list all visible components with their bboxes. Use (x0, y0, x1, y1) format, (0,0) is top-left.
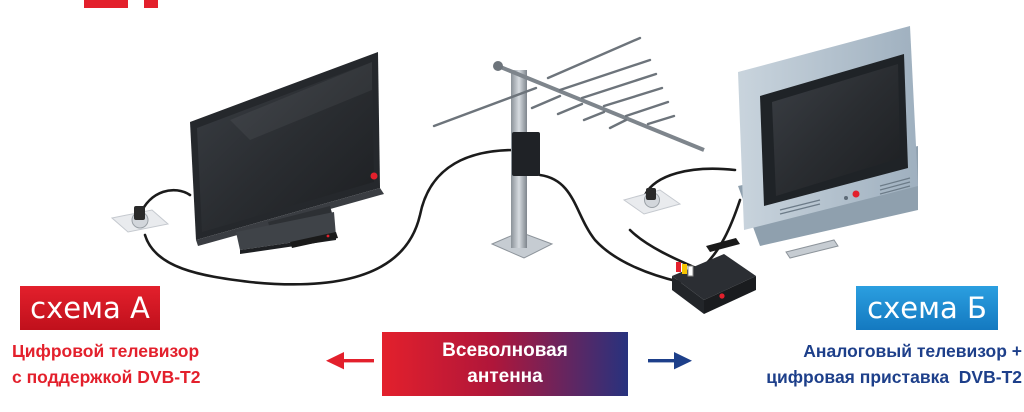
antenna-label-line-2: антенна (467, 366, 543, 387)
arrow-left-icon (326, 352, 374, 370)
scheme-b-caption-line-1: Аналоговый телевизор + (803, 341, 1022, 361)
antenna-label-banner: Всеволновая антенна (382, 332, 628, 396)
cable-antenna-to-box (538, 173, 682, 284)
scheme-a-caption-line-2: с поддержкой DVB-T2 (12, 367, 201, 387)
scheme-b-caption-line-2: цифровая приставка DVB-T2 (766, 367, 1022, 387)
crt-tv-icon (738, 26, 918, 246)
scheme-a-badge: схема А (20, 286, 160, 330)
wall-socket-icon (622, 188, 682, 215)
remote-icon (785, 239, 839, 259)
scheme-a-caption: Цифровой телевизор с поддержкой DVB-T2 (12, 338, 272, 390)
remote-icon (706, 238, 740, 252)
set-top-box-icon (672, 254, 756, 314)
wall-socket-icon (110, 206, 170, 233)
flat-tv-icon (190, 52, 384, 254)
remote-icon (290, 232, 338, 248)
scheme-a-caption-line-1: Цифровой телевизор (12, 341, 200, 361)
logo-fragment-right (144, 0, 158, 8)
cable-box-to-crt-1 (628, 228, 707, 274)
arrow-right-icon (648, 352, 692, 370)
scheme-b-badge: схема Б (856, 286, 998, 330)
antenna-label-line-1: Всеволновая (442, 340, 568, 361)
scheme-b-caption: Аналоговый телевизор + цифровая приставк… (712, 338, 1022, 390)
antenna-icon (432, 36, 705, 259)
logo-fragment-left (84, 0, 128, 8)
cable-antenna-to-flat-tv (143, 148, 517, 286)
